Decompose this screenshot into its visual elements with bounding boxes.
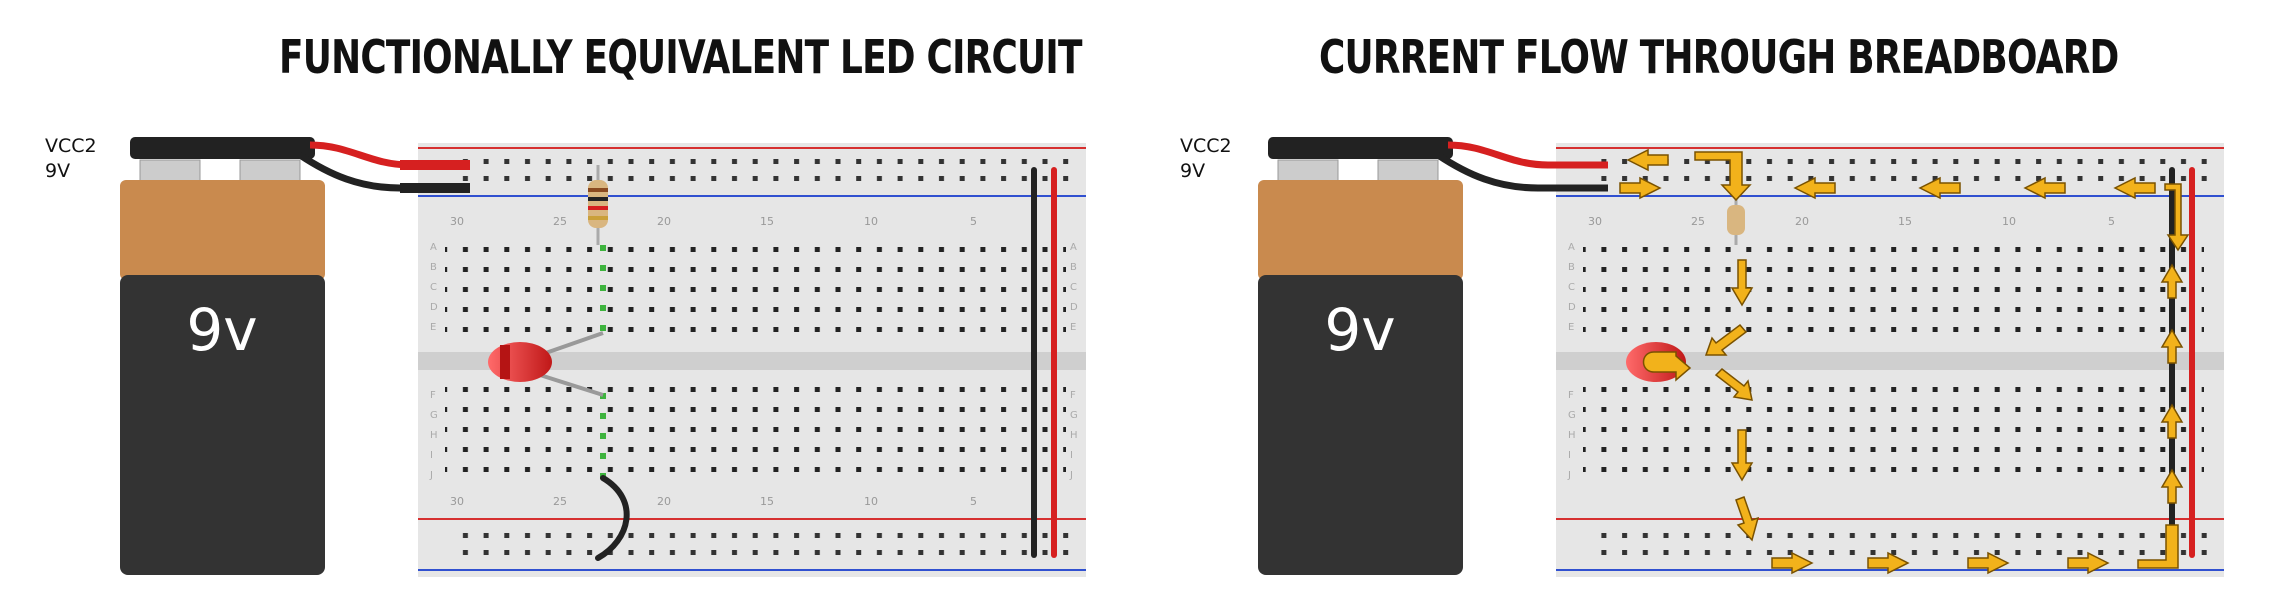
- column-number: 25: [553, 215, 567, 228]
- arrow-turn-icon: [1694, 151, 1752, 202]
- column-number: 30: [450, 495, 464, 508]
- row-letter: C: [430, 282, 437, 293]
- arrow-right-icon: [2067, 551, 2110, 575]
- arrow-up-icon: [2160, 403, 2184, 439]
- column-number: 30: [1588, 215, 1602, 228]
- row-letter: D: [1070, 302, 1078, 313]
- left-battery-voltage-label: 9V: [45, 160, 71, 182]
- row-letter: F: [1070, 390, 1076, 401]
- row-letter: G: [1568, 410, 1576, 421]
- arrow-down-left-icon: [1704, 323, 1748, 356]
- row-letter: J: [1567, 470, 1571, 481]
- row-letter: B: [1568, 262, 1575, 273]
- left-battery-source-label: VCC2: [45, 135, 97, 157]
- left-jumper-wire: [595, 475, 630, 561]
- row-letter: F: [1568, 390, 1574, 401]
- row-letter: D: [1568, 302, 1576, 313]
- right-battery-voltage-label: 9V: [1180, 160, 1206, 182]
- column-number: 15: [1898, 215, 1912, 228]
- left-diagram: 30 25 20 15 10 5 30 25 20 15 10 5 A B C …: [120, 137, 1086, 577]
- arrow-right-icon: [1967, 551, 2010, 575]
- column-number: 30: [450, 215, 464, 228]
- right-battery-leads: [1436, 141, 1608, 192]
- row-letter: A: [430, 242, 437, 253]
- row-letter: B: [1070, 262, 1077, 273]
- column-number: 10: [2002, 215, 2016, 228]
- row-letter: I: [430, 450, 433, 461]
- arrow-up-icon: [2160, 263, 2184, 299]
- right-diagram: 30 25 20 15 10 5 A B C D E F G H I J: [1258, 137, 2224, 577]
- row-letter: J: [429, 470, 433, 481]
- right-diagram-title: CURRENT FLOW THROUGH BREADBOARD: [1319, 30, 2119, 84]
- row-letter: I: [1070, 450, 1073, 461]
- row-letter: A: [1568, 242, 1575, 253]
- column-number: 5: [970, 215, 977, 228]
- arrow-right-icon: [1771, 551, 1814, 575]
- row-letter: C: [1568, 282, 1575, 293]
- right-battery: 9v: [1258, 137, 1463, 575]
- left-battery: 9v: [120, 137, 325, 575]
- row-letter: H: [1568, 430, 1576, 441]
- column-number: 25: [1691, 215, 1705, 228]
- led-turn-arrow-icon: [1642, 351, 1692, 382]
- right-battery-face-label: 9v: [1324, 296, 1395, 364]
- row-letter: I: [1568, 450, 1571, 461]
- column-number: 10: [864, 215, 878, 228]
- arrow-down-icon: [1730, 429, 1754, 482]
- row-letter: B: [430, 262, 437, 273]
- row-letter: H: [430, 430, 438, 441]
- arrow-turn-icon: [2164, 183, 2190, 252]
- arrow-left-icon: [1626, 148, 1669, 172]
- arrow-right-icon: [1619, 176, 1662, 200]
- row-letter: E: [430, 322, 436, 333]
- left-resistor: [588, 165, 608, 245]
- right-battery-source-label: VCC2: [1180, 135, 1232, 157]
- row-letter: F: [430, 390, 436, 401]
- row-letter: G: [430, 410, 438, 421]
- column-number: 20: [657, 495, 671, 508]
- arrow-down-icon: [1730, 259, 1754, 307]
- left-diagram-title: FUNCTIONALLY EQUIVALENT LED CIRCUIT: [279, 30, 1082, 84]
- arrow-left-icon: [1918, 176, 1961, 200]
- arrow-left-icon: [1793, 176, 1836, 200]
- column-number: 15: [760, 495, 774, 508]
- left-battery-leads: [298, 141, 470, 193]
- arrow-left-icon: [2113, 176, 2156, 200]
- row-letter: D: [430, 302, 438, 313]
- column-number: 15: [760, 215, 774, 228]
- column-number: 20: [657, 215, 671, 228]
- column-number: 10: [864, 495, 878, 508]
- row-letter: A: [1070, 242, 1077, 253]
- column-number: 20: [1795, 215, 1809, 228]
- arrow-left-icon: [2023, 176, 2066, 200]
- arrow-right-icon: [1867, 551, 1910, 575]
- column-number: 5: [2108, 215, 2115, 228]
- row-letter: C: [1070, 282, 1077, 293]
- left-led: [488, 331, 604, 397]
- arrow-up-icon: [2160, 328, 2184, 364]
- row-letter: H: [1070, 430, 1078, 441]
- arrow-down-icon: [1735, 496, 1760, 542]
- right-breadboard: 30 25 20 15 10 5 A B C D E F G H I J: [1556, 143, 2224, 577]
- current-flow-arrows: [1619, 148, 2190, 575]
- left-battery-face-label: 9v: [186, 296, 257, 364]
- arrow-up-icon: [2160, 468, 2184, 504]
- arrow-turn-icon: [2137, 524, 2179, 569]
- column-number: 25: [553, 495, 567, 508]
- row-letter: E: [1568, 322, 1574, 333]
- row-letter: G: [1070, 410, 1078, 421]
- row-letter: E: [1070, 322, 1076, 333]
- row-letter: J: [1069, 470, 1073, 481]
- column-number: 5: [970, 495, 977, 508]
- arrow-down-right-icon: [1714, 368, 1753, 401]
